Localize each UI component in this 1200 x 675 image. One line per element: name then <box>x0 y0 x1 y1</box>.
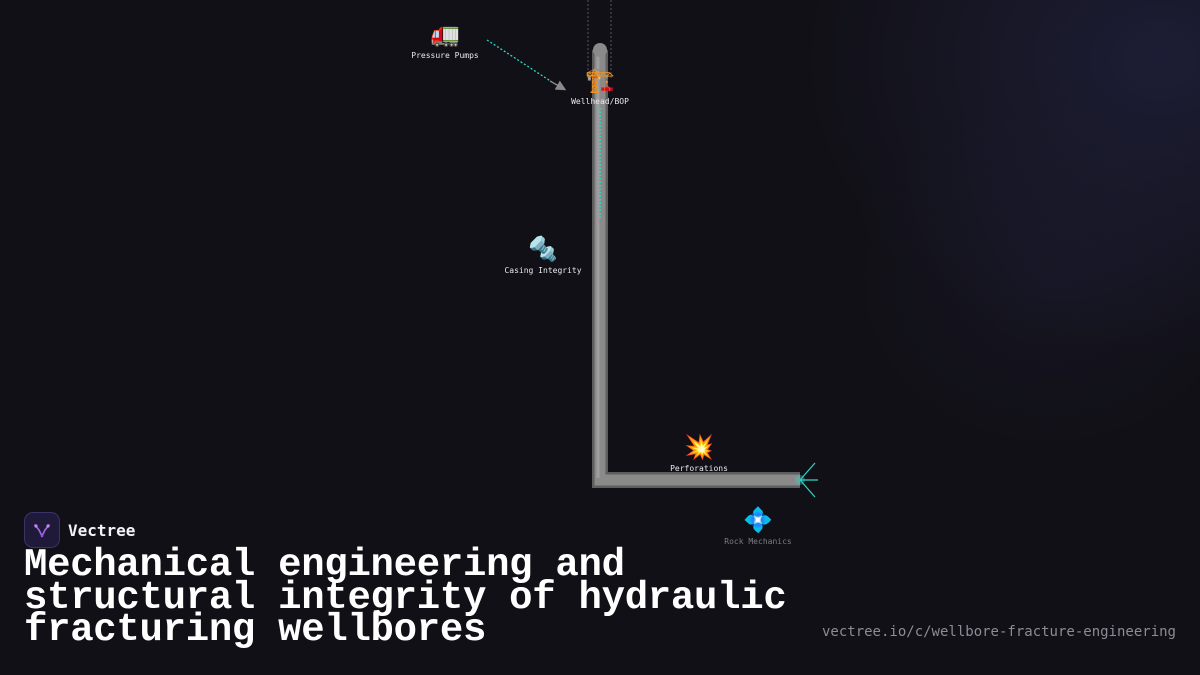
explosion-icon: 💥 <box>684 433 714 461</box>
wellbore-pipe <box>594 50 800 486</box>
fracture-line-down <box>799 479 816 498</box>
pump-flow-arrow <box>549 80 567 91</box>
casing-integrity-label: Casing Integrity <box>504 266 582 275</box>
casing-integrity-node[interactable]: 🔩 Casing Integrity <box>504 235 581 275</box>
wellbore-top-cap <box>593 43 607 57</box>
vectree-logo-icon <box>24 512 60 548</box>
wellbore-pipe-outline <box>592 50 800 488</box>
pump-flow-line <box>486 39 553 83</box>
wellhead-bop-node[interactable]: 🏗️ Wellhead/BOP <box>571 66 629 106</box>
crane-icon: 🏗️ <box>585 66 615 94</box>
page-title: Mechanical engineering and structural in… <box>24 543 787 652</box>
diamond-shape-icon: 💠 <box>743 506 773 534</box>
nut-and-bolt-icon: 🔩 <box>528 235 558 263</box>
rock-mechanics-node[interactable]: 💠 Rock Mechanics <box>724 506 791 546</box>
pressure-pumps-label: Pressure Pumps <box>411 51 479 60</box>
perforations-label: Perforations <box>670 464 728 473</box>
perforations-node[interactable]: 💥 Perforations <box>670 433 728 473</box>
brand-name: Vectree <box>68 520 136 540</box>
truck-icon: 🚛 <box>430 20 460 48</box>
pressure-pumps-node[interactable]: 🚛 Pressure Pumps <box>411 20 478 60</box>
page-url[interactable]: vectree.io/c/wellbore-fracture-engineeri… <box>821 624 1176 640</box>
rock-mechanics-label: Rock Mechanics <box>724 537 792 546</box>
fracture-line-up <box>799 462 816 481</box>
brand[interactable]: Vectree <box>24 512 135 548</box>
wellhead-bop-label: Wellhead/BOP <box>571 97 629 106</box>
